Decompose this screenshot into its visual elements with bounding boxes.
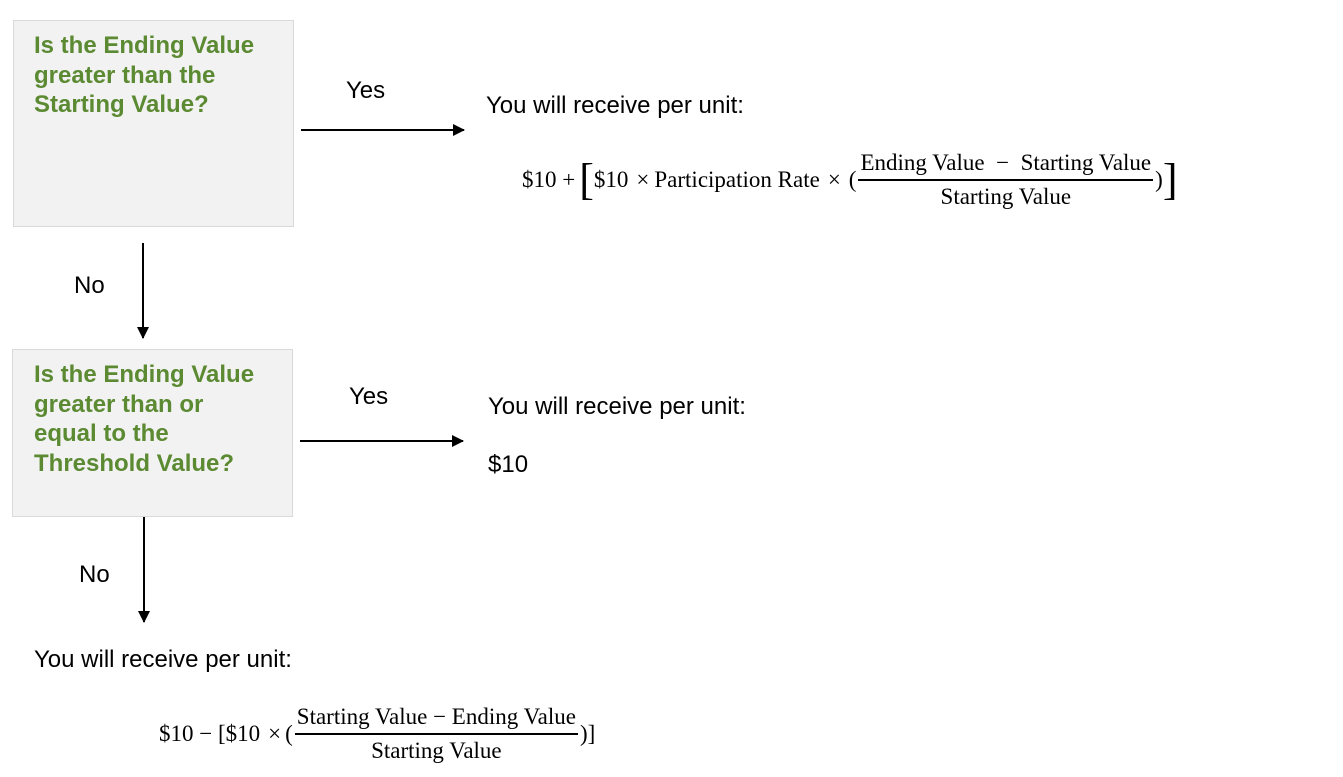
outcome-2-value: $10 — [488, 451, 529, 478]
formula-3-numerator: Starting Value − Ending Value — [294, 704, 578, 735]
final-outcome-formula: $10 − [$10 × ( Starting Value − Ending V… — [159, 704, 595, 764]
formula-3-open-paren: ( — [285, 721, 293, 746]
no-label-1: No — [74, 272, 105, 299]
formula-1-denominator: Starting Value — [940, 184, 1072, 209]
yes-label-2: Yes — [349, 383, 389, 410]
formula-3-denominator: Starting Value — [371, 738, 502, 763]
formula-3-close: )] — [579, 721, 596, 746]
formula-1-fraction: Ending Value − Starting Value Starting V… — [858, 150, 1154, 210]
outcome-1-title: You will receive per unit: — [486, 92, 744, 119]
formula-3-fraction: Starting Value − Ending Value Starting V… — [294, 704, 578, 764]
no-label-2: No — [79, 561, 110, 588]
formula-1-close-paren: ) — [1155, 167, 1163, 192]
decision-box-1 — [13, 20, 294, 227]
decision-box-2 — [12, 349, 293, 517]
formula-3-times: × — [268, 721, 282, 746]
outcome-2-title: You will receive per unit: — [488, 393, 746, 420]
formula-3-prefix: $10 − [$10 — [159, 721, 261, 746]
final-outcome-title: You will receive per unit: — [34, 646, 292, 673]
formula-1-times-2: × — [827, 167, 841, 192]
formula-1-term: $10 — [593, 167, 629, 192]
decision-1-question: Is the Ending Value greater than the Sta… — [34, 32, 255, 118]
formula-1-times-1: × — [636, 167, 650, 192]
formula-1-open-paren: ( — [848, 167, 857, 192]
outcome-1-formula: $10 + [ $10 × Participation Rate × ( End… — [522, 150, 1177, 210]
formula-1-close-bracket: ] — [1162, 155, 1178, 204]
formula-1-numerator: Ending Value − Starting Value — [858, 150, 1154, 181]
formula-1-prefix: $10 + — [522, 167, 576, 192]
yes-label-1: Yes — [346, 77, 386, 104]
formula-1-open-bracket: [ — [579, 155, 594, 204]
formula-1-participation: Participation Rate — [654, 167, 820, 192]
decision-2-question: Is the Ending Value greater than or equa… — [34, 361, 255, 477]
